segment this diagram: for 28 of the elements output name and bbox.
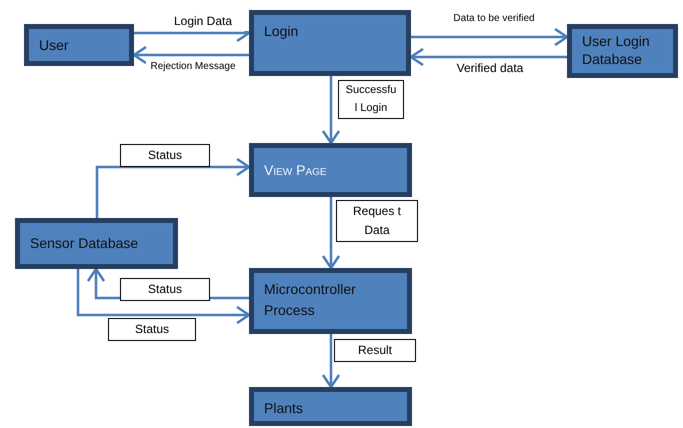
edge-label: Reques t Data <box>336 200 418 242</box>
edge-label: Status <box>120 144 210 168</box>
edge-label: Result <box>334 339 416 362</box>
process-box <box>249 387 412 426</box>
node-label: Sensor Database <box>30 234 140 253</box>
node-label: Plants <box>264 399 304 418</box>
node-label: Microcontroller Process <box>264 280 357 320</box>
arrow <box>411 28 568 46</box>
process-box <box>24 24 134 66</box>
edge-label: Status <box>120 278 210 302</box>
node-label: User Login Database <box>582 33 651 68</box>
process-box <box>15 218 178 269</box>
arrow <box>410 48 567 66</box>
arrow <box>76 269 250 324</box>
arrow <box>322 76 340 144</box>
arrow <box>96 158 250 218</box>
node-label: View Page <box>264 161 328 180</box>
edge-label: Status <box>108 318 196 342</box>
process-box <box>249 143 412 197</box>
arrow <box>322 334 340 388</box>
process-box <box>249 268 412 334</box>
arrow <box>322 197 340 270</box>
node-label: User <box>39 36 70 55</box>
process-box <box>567 24 678 78</box>
edge-label: Successfu l Login <box>338 80 404 120</box>
node-label: Login <box>264 22 300 41</box>
arrow <box>132 46 249 64</box>
process-box <box>249 10 411 76</box>
